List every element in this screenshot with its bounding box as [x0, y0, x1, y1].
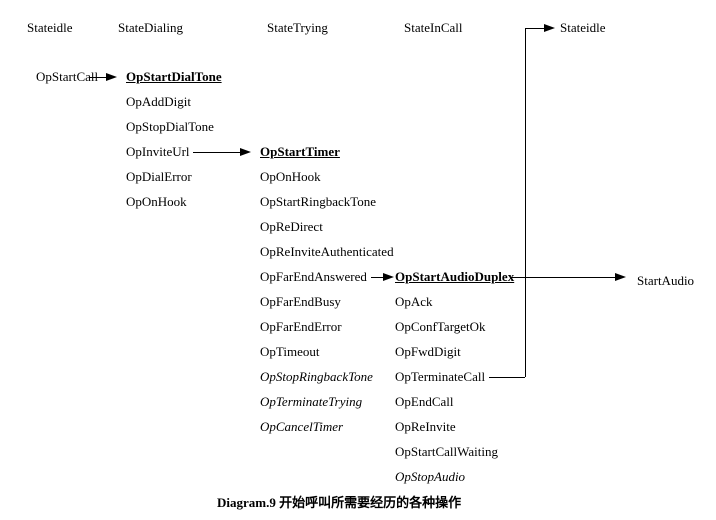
- op-start-call: OpStartCall: [36, 69, 99, 84]
- arrow-audioduplex-to-startaudio-head-icon: [615, 273, 626, 281]
- arrow-farendanswered-to-audioduplex-head-icon: [383, 273, 394, 281]
- op-invite-url: OpInviteUrl: [126, 144, 190, 159]
- op-start-call-waiting: OpStartCallWaiting: [395, 444, 498, 459]
- op-far-end-error: OpFarEndError: [260, 319, 342, 334]
- op-add-digit: OpAddDigit: [126, 94, 191, 109]
- op-reinvite-authenticated: OpReInviteAuthenticated: [260, 244, 394, 259]
- op-dial-error: OpDialError: [126, 169, 192, 184]
- op-start-audio-duplex: OpStartAudioDuplex: [395, 269, 515, 284]
- op-redirect: OpReDirect: [260, 219, 323, 234]
- header-state-incall: StateInCall: [404, 20, 463, 35]
- arrow-startcall-to-dialtone-line: [89, 77, 107, 78]
- op-end-call: OpEndCall: [395, 394, 454, 409]
- op-far-end-busy: OpFarEndBusy: [260, 294, 341, 309]
- op-conf-target-ok: OpConfTargetOk: [395, 319, 486, 334]
- op-reinvite: OpReInvite: [395, 419, 456, 434]
- arrow-terminatecall-to-idle-head-icon: [544, 24, 555, 32]
- idle-operations: OpStartCall: [36, 64, 98, 89]
- op-stop-dial-tone: OpStopDialTone: [126, 119, 214, 134]
- op-terminate-call: OpTerminateCall: [395, 369, 486, 384]
- header-state-dialing: StateDialing: [118, 20, 183, 35]
- diagram-caption: Diagram.9 开始呼叫所需要经历的各种操作: [217, 495, 462, 510]
- arrow-farendanswered-to-audioduplex-line: [371, 277, 384, 278]
- op-terminate-trying: OpTerminateTrying: [260, 394, 363, 409]
- arrow-inviteurl-to-starttimer-head-icon: [240, 148, 251, 156]
- arrow-startcall-to-dialtone-head-icon: [106, 73, 117, 81]
- arrow-audioduplex-to-startaudio-line: [511, 277, 616, 278]
- start-audio-label: StartAudio: [637, 273, 695, 288]
- arrow-inviteurl-to-starttimer-line: [193, 152, 241, 153]
- op-fwd-digit: OpFwdDigit: [395, 344, 461, 359]
- incall-operations: OpStartAudioDuplex OpAck OpConfTargetOk …: [395, 264, 514, 489]
- op-start-dial-tone: OpStartDialTone: [126, 69, 222, 84]
- trying-operations: OpStartTimer OpOnHook OpStartRingbackTon…: [260, 139, 394, 439]
- op-stop-ringback-tone: OpStopRingbackTone: [260, 369, 373, 384]
- dialing-operations: OpStartDialTone OpAddDigit OpStopDialTon…: [126, 64, 222, 214]
- op-ack: OpAck: [395, 294, 433, 309]
- arrow-terminatecall-to-idle-line: [525, 28, 545, 29]
- header-state-idle-final: Stateidle: [560, 20, 606, 35]
- op-far-end-answered: OpFarEndAnswered: [260, 269, 367, 284]
- connector-terminatecall-horizontal-line: [489, 377, 525, 378]
- header-state-idle: Stateidle: [27, 20, 73, 35]
- op-on-hook-trying: OpOnHook: [260, 169, 321, 184]
- op-cancel-timer: OpCancelTimer: [260, 419, 344, 434]
- connector-terminatecall-vertical-line: [525, 28, 526, 377]
- op-timeout: OpTimeout: [260, 344, 320, 359]
- op-start-ringback-tone: OpStartRingbackTone: [260, 194, 377, 209]
- op-start-timer: OpStartTimer: [260, 144, 340, 159]
- header-state-trying: StateTrying: [267, 20, 328, 35]
- op-stop-audio: OpStopAudio: [395, 469, 466, 484]
- op-on-hook: OpOnHook: [126, 194, 187, 209]
